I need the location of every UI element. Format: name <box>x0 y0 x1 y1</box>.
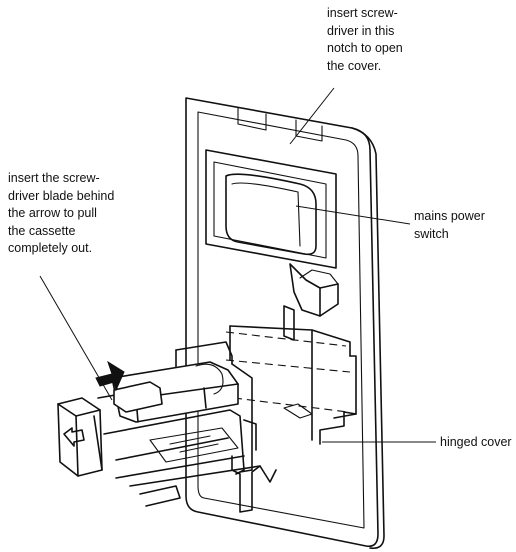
annotation-blade-line: completely out. <box>8 241 93 255</box>
annotation-hinge-line: hinged cover <box>440 435 512 449</box>
annotation-blade-line: insert the screw- <box>8 171 100 185</box>
annotation-notch-line: insert screw- <box>327 6 398 20</box>
latch-tab <box>283 263 339 341</box>
cassette-front-plate <box>57 397 103 477</box>
annotation-notch-line: the cover. <box>327 58 382 73</box>
hinged-cover <box>225 325 357 445</box>
annotation-blade-line: the cassette <box>8 223 76 238</box>
pull-arrow-icon <box>95 360 125 392</box>
annotation-notch-line: notch to open <box>327 41 403 55</box>
annotation-blade: insert the screw- driver blade behind th… <box>8 170 114 258</box>
annotation-notch-line: driver in this <box>327 23 395 38</box>
annotation-switch: mains power switch <box>414 208 485 243</box>
annotation-notch: insert screw- driver in this notch to op… <box>327 5 403 75</box>
annotation-hinge: hinged cover <box>440 434 512 452</box>
annotation-blade-line: the arrow to pull <box>8 206 97 220</box>
mains-power-switch <box>205 149 337 269</box>
arrow-icon <box>63 427 85 447</box>
fuse-cassette <box>97 341 277 513</box>
annotation-switch-line: mains power <box>414 209 485 223</box>
annotation-switch-line: switch <box>414 226 449 241</box>
housing-frame <box>185 97 385 550</box>
annotation-leaders <box>39 87 436 443</box>
annotation-blade-line: driver blade behind <box>8 188 115 203</box>
